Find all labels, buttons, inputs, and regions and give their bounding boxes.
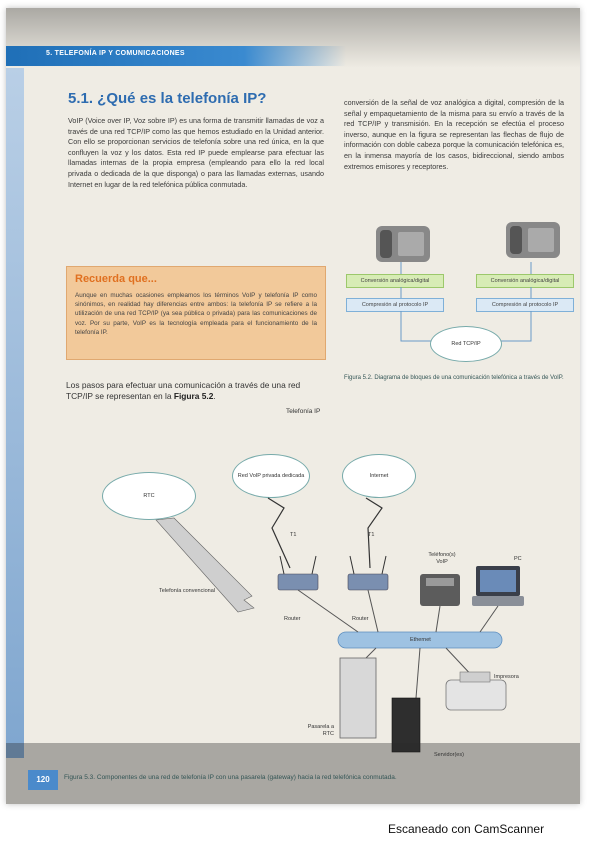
- impresora-label: Impresora: [494, 674, 519, 680]
- conversion-box-left: Conversión analógica/digital: [346, 274, 444, 288]
- compression-box-right: Compresión al protocolo IP: [476, 298, 574, 312]
- recuerda-title: Recuerda que...: [75, 273, 157, 285]
- chapter-header-text: 5. TELEFONÍA IP Y COMUNICACIONES: [46, 50, 185, 57]
- figure-5-3-caption: Figura 5.3. Componentes de una red de te…: [64, 774, 397, 781]
- scanner-watermark: Escaneado con CamScanner: [388, 822, 545, 836]
- conversion-box-right: Conversión analógica/digital: [476, 274, 574, 288]
- router-label-right: Router: [352, 616, 369, 622]
- fig52-connectors: [400, 262, 532, 342]
- figure-5-2-caption: Figura 5.2. Diagrama de bloques de una c…: [344, 375, 564, 381]
- phone-right-icon: [506, 222, 560, 258]
- right-column-paragraph: conversión de la señal de voz analógica …: [344, 98, 564, 171]
- impresora-icon: [445, 679, 507, 711]
- voip-cloud: Red VoIP privada dedicada: [232, 454, 310, 498]
- steps-figure-ref: Figura 5.2: [173, 391, 214, 401]
- steps-text-a: Los pasos para efectuar una comunicación…: [66, 380, 301, 401]
- t1-link-left: [267, 497, 291, 569]
- margin-strip: [6, 68, 24, 758]
- intro-paragraph: VoIP (Voice over IP, Voz sobre IP) es un…: [68, 116, 324, 189]
- recuerda-box: Recuerda que... Aunque en muchas ocasion…: [66, 266, 326, 360]
- compression-box-left: Compresión al protocolo IP: [346, 298, 444, 312]
- pc-label: PC: [514, 556, 522, 562]
- ethernet-label: Ethernet: [410, 637, 431, 643]
- telefonia-convencional-label: Telefonía convencional: [159, 588, 215, 594]
- fig53-title: Telefonía IP: [286, 408, 321, 415]
- pasarela-label: Pasarela a RTC: [307, 724, 334, 737]
- steps-text-c: .: [213, 391, 216, 401]
- telefono-voip-label: Teléfono(s) VoIP: [428, 552, 456, 565]
- fig53-drawing: [6, 497, 580, 804]
- t1-link-right: [365, 497, 383, 569]
- t1-label-left: T1: [290, 532, 297, 538]
- recuerda-body: Aunque en muchas ocasiones empleamos los…: [75, 292, 317, 336]
- router-right-icon: [347, 573, 389, 591]
- bottom-shadow: [6, 743, 580, 804]
- internet-cloud: Internet: [342, 454, 416, 498]
- router-left-icon: [277, 573, 319, 591]
- steps-paragraph: Los pasos para efectuar una comunicación…: [66, 380, 326, 402]
- servidor-label: Servidor(es): [434, 752, 464, 758]
- t1-label-right: T1: [368, 532, 375, 538]
- page-number: 120: [28, 770, 58, 790]
- rtc-cloud: RTC: [102, 472, 196, 520]
- tcpip-cloud: Red TCP/IP: [430, 326, 502, 362]
- book-page: 5. TELEFONÍA IP Y COMUNICACIONES 5.1. ¿Q…: [6, 8, 580, 804]
- phone-left-icon: [376, 226, 430, 262]
- servidor-icon: [391, 697, 421, 753]
- pasarela-rtc-icon: [339, 657, 377, 739]
- telefonia-convencional-bolt: [155, 517, 255, 613]
- section-title: 5.1. ¿Qué es la telefonía IP?: [68, 90, 267, 107]
- chapter-header-band: 5. TELEFONÍA IP Y COMUNICACIONES: [6, 46, 346, 66]
- router-label-left: Router: [284, 616, 301, 622]
